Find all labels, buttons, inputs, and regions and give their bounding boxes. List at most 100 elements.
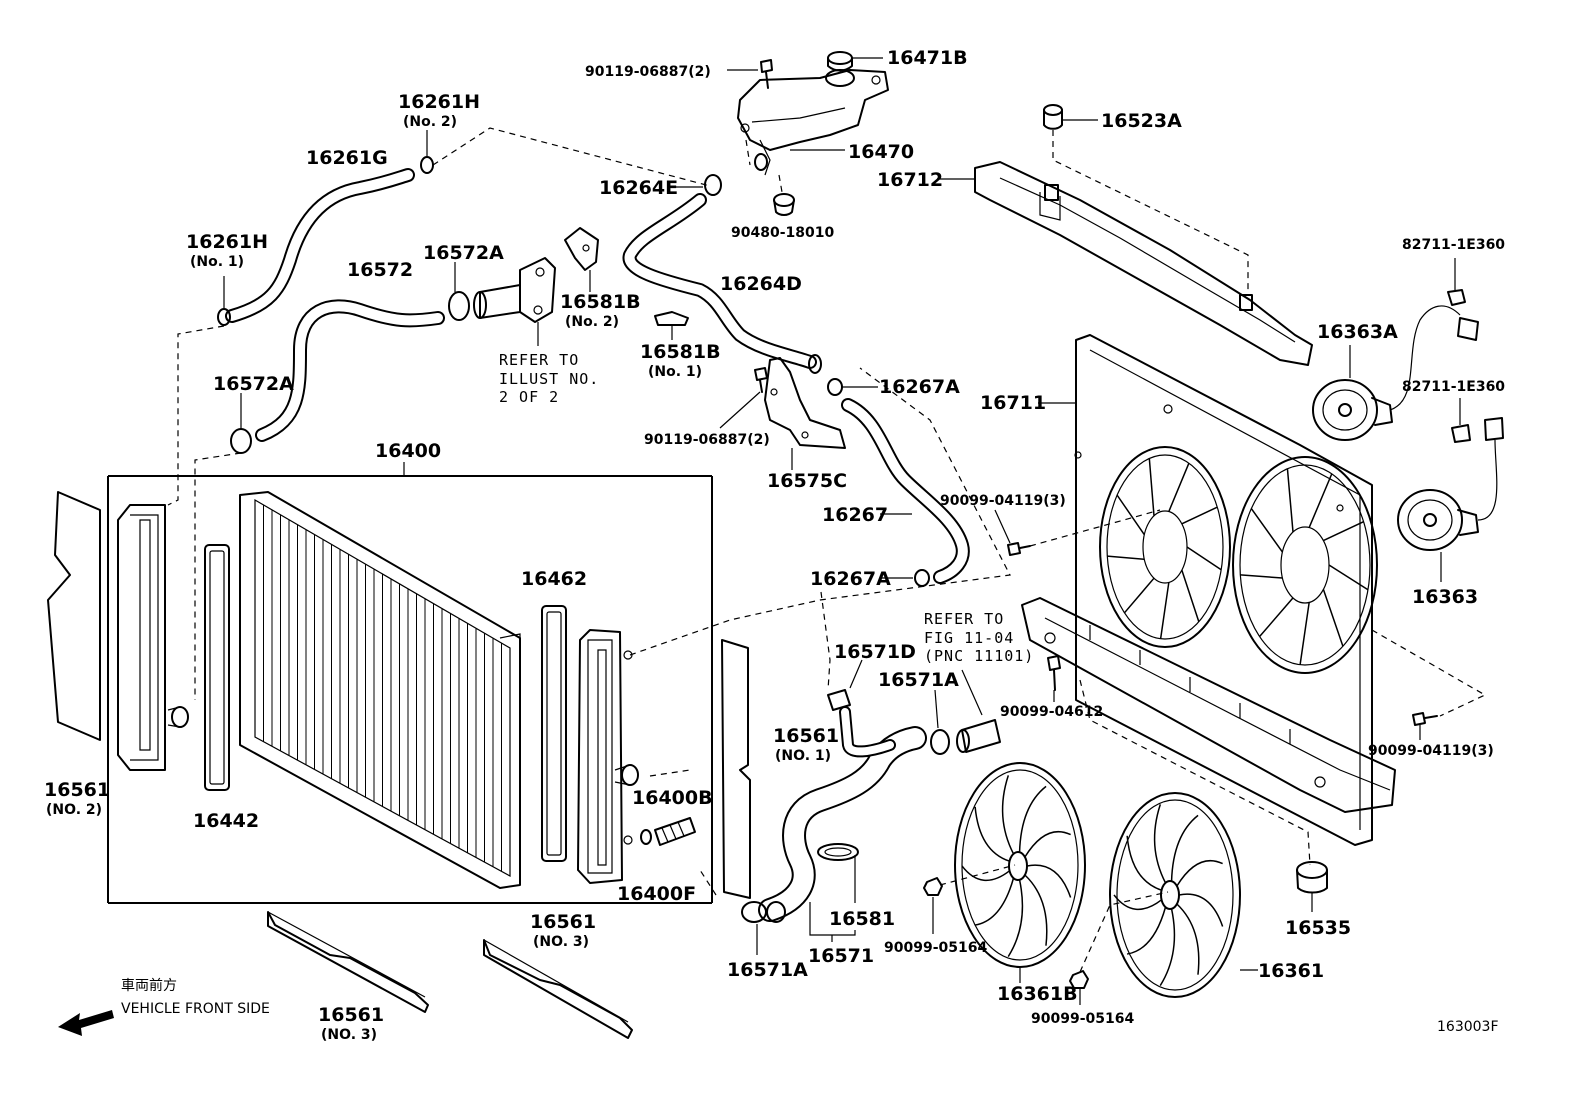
note-refer-fig-1: REFER TO (924, 610, 1004, 628)
label-16572a-left: 16572A (213, 373, 294, 395)
shroud-spoke-line (1159, 582, 1170, 639)
shroud-spoke-line (1250, 508, 1284, 553)
air-guide-no3-left-part (267, 911, 429, 1013)
nut-90099-05164-a (923, 877, 943, 934)
vehicle-front-en: VEHICLE FRONT SIDE (121, 1001, 270, 1017)
bracket-16575c (764, 357, 846, 470)
shroud-spoke-line (1116, 494, 1145, 536)
vehicle-front-arrow-icon (58, 1010, 114, 1036)
fan-16361b (954, 762, 1086, 983)
shroud-spoke-line (1168, 462, 1190, 512)
label-90480: 90480-18010 (731, 225, 834, 241)
label-16561-no1: 16561 (773, 725, 839, 747)
radiator-assembly-box (107, 462, 713, 904)
air-guide-no1-part (721, 639, 751, 899)
clamp-16261h-no2 (420, 130, 434, 174)
fan-blade-line (1001, 775, 1015, 855)
label-16571a-top: 16571A (878, 669, 959, 691)
bracket-16581b-no2 (564, 227, 599, 292)
label-16561-no2-sub: (NO. 2) (46, 802, 102, 818)
fan-blade-line (1159, 908, 1176, 986)
bolt-90099-04119-top (994, 509, 1161, 556)
label-82711-mid: 82711-1E360 (1402, 379, 1505, 395)
fan-blade-line (1126, 835, 1162, 891)
reservoir-cap-part (827, 51, 883, 72)
label-16581b-no1: 16581B (640, 341, 721, 363)
radiator-right-tank (577, 629, 639, 884)
label-16561-no3-left-sub: (NO. 3) (321, 1027, 377, 1043)
shroud-spoke-line (1181, 569, 1200, 622)
hose-16267 (841, 398, 970, 584)
shroud-spoke-line (1123, 577, 1155, 614)
label-90119-top: 90119-06887(2) (585, 64, 711, 80)
bolt-90099-04119-bot (1412, 712, 1438, 740)
label-16261h-no2: 16261H (398, 91, 480, 113)
fan-blade-line (1018, 785, 1047, 853)
radiator-core-part (239, 491, 521, 889)
bolt-90099-04612 (1047, 655, 1061, 702)
label-16261g: 16261G (306, 147, 388, 169)
gasket-left-part (204, 544, 230, 791)
note-refer-illust-2: ILLUST NO. (499, 370, 599, 388)
shroud-spoke-line (1259, 597, 1294, 638)
hose-16264d (622, 193, 817, 369)
label-16264d: 16264D (720, 273, 802, 295)
note-refer-fig-3: (PNC 11101) (924, 647, 1034, 665)
clamp-16267a-top (827, 378, 878, 396)
fan-blade-line (974, 877, 1015, 926)
label-16363a: 16363A (1317, 321, 1398, 343)
shroud-spoke-line (1186, 546, 1222, 571)
shroud-spoke-line (1323, 520, 1364, 542)
drain-plug-part (640, 817, 696, 846)
label-16264e: 16264E (599, 177, 678, 199)
label-16561-no3-left: 16561 (318, 1004, 384, 1026)
shroud-spoke-line (1308, 473, 1333, 528)
label-16571d: 16571D (834, 641, 916, 663)
fan-blade-line (1153, 804, 1167, 884)
label-90099-04119-top: 90099-04119(3) (940, 493, 1066, 509)
upper-support-16712 (937, 161, 1313, 366)
cushion-90480 (773, 174, 795, 216)
hose-16261g (225, 168, 415, 323)
label-16400b: 16400B (632, 787, 713, 809)
shroud-spoke-line (1240, 574, 1283, 579)
label-90099-04119-bot: 90099-04119(3) (1368, 743, 1494, 759)
label-16400: 16400 (375, 440, 441, 462)
figure-code: 163003F (1437, 1019, 1499, 1035)
fan-blade-line (1024, 830, 1071, 858)
fan-motor-16363 (1397, 417, 1504, 582)
fan-blade-line (1113, 894, 1162, 910)
label-16535: 16535 (1285, 917, 1351, 939)
label-16561-no3-right-sub: (NO. 3) (533, 934, 589, 950)
label-16267a-low: 16267A (810, 568, 891, 590)
label-16572: 16572 (347, 259, 413, 281)
fan-blade-line (1170, 814, 1199, 882)
clip-16581b-no1 (654, 311, 689, 340)
hose-16572 (255, 299, 445, 442)
note-refer-fig-2: FIG 11-04 (924, 629, 1014, 647)
clamp-16571a-bot (741, 901, 786, 955)
cushion-16523a (1043, 104, 1098, 130)
note-refer-illust-3: 2 OF 2 (499, 388, 559, 406)
clamp-16571a-top (930, 689, 950, 755)
shroud-spoke-line (1299, 602, 1310, 665)
label-16261h-no1: 16261H (186, 231, 268, 253)
shroud-spoke-line (1286, 468, 1294, 533)
label-16561-no3-right: 16561 (530, 911, 596, 933)
shroud-spoke-line (1322, 589, 1344, 647)
label-16561-no2: 16561 (44, 779, 110, 801)
connector-82711-mid (1451, 398, 1471, 443)
label-16561-no1-sub: (NO. 1) (775, 748, 831, 764)
fan-motor-16363a (1312, 305, 1479, 441)
air-guide-no3-right-part (483, 939, 633, 1039)
shroud-spoke-line (1148, 458, 1155, 516)
label-16581b-no2: 16581B (560, 291, 641, 313)
air-guide-no2-part (47, 491, 101, 741)
label-16361b: 16361B (997, 983, 1078, 1005)
part-labels: 16261H (No. 2) 16261G 16261H (No. 1) 165… (44, 47, 1505, 1043)
pipe-16571d (827, 659, 896, 758)
radiator-left-tank (117, 504, 189, 771)
connector-82711-top (1447, 258, 1466, 306)
label-90119-mid: 90119-06887(2) (644, 432, 770, 448)
vehicle-front-jp: 車両前方 (121, 977, 177, 994)
